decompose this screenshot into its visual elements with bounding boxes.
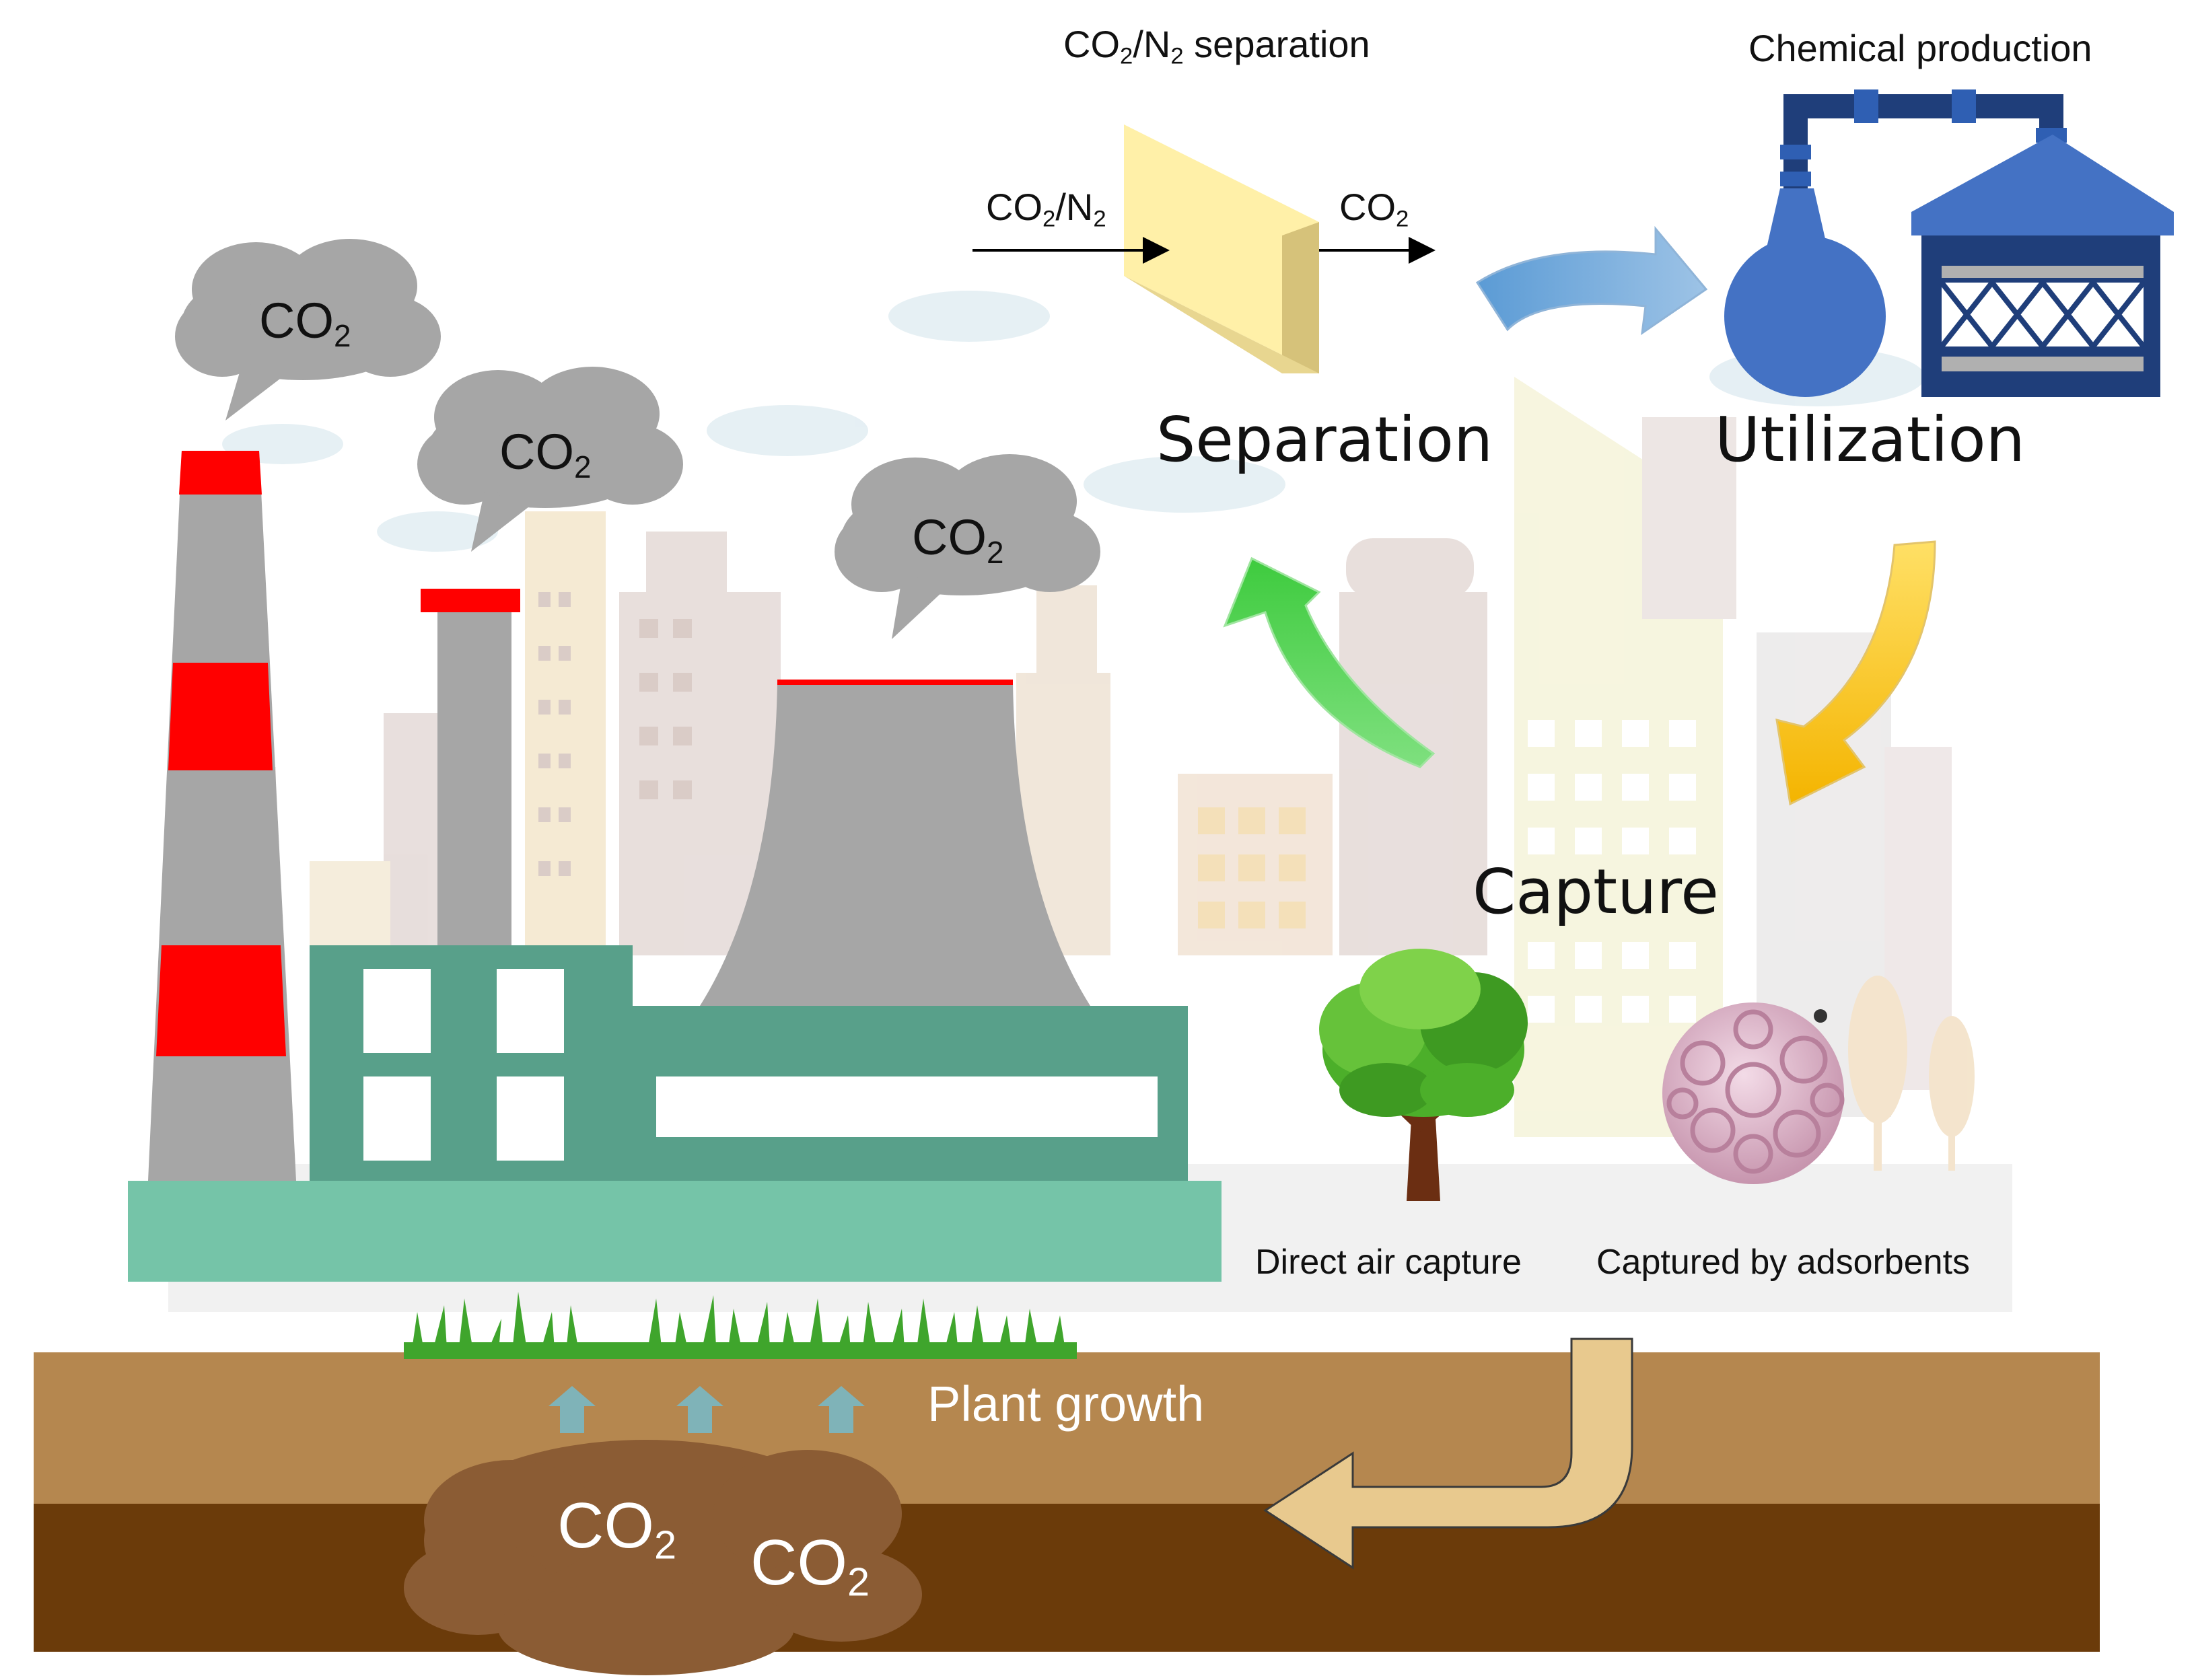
- capture-label: Capture: [1473, 856, 1719, 928]
- adsorbent-sphere-icon: [1662, 1002, 1845, 1184]
- flask-icon: [1724, 89, 2067, 397]
- chemical-production-label: Chemical production: [1748, 27, 2092, 69]
- utilization-to-capture-arrow: [1775, 540, 1936, 806]
- cloud-co2-label-2: CO2: [499, 424, 592, 484]
- underground-co2-label-2: CO2: [750, 1527, 870, 1605]
- capture-to-separation-arrow: [1223, 556, 1436, 768]
- direct-air-capture-label: Direct air capture: [1255, 1243, 1522, 1282]
- cloud-co2-label-3: CO2: [912, 509, 1004, 570]
- chimney-small: [421, 589, 520, 945]
- underground-co2-pocket: [404, 1440, 922, 1675]
- captured-by-adsorbents-label: Captured by adsorbents: [1596, 1243, 1971, 1282]
- chimney-icon: [148, 451, 296, 1181]
- separation-label: Separation: [1156, 404, 1493, 476]
- utilization-label: Utilization: [1715, 404, 2025, 476]
- topsoil-layer: [34, 1352, 2100, 1507]
- plant-growth-label: Plant growth: [927, 1376, 1205, 1432]
- underground-co2-label-1: CO2: [557, 1490, 677, 1568]
- smoke-cloud-2: [417, 367, 683, 552]
- chemical-plant-icon: [1911, 135, 2174, 397]
- factory-icon: [310, 945, 1188, 1181]
- up-arrow-icon: [548, 1386, 865, 1433]
- membrane-icon: [1124, 124, 1319, 373]
- cooling-tower-icon: [700, 680, 1090, 1006]
- return-arrow: [1263, 1338, 1633, 1570]
- tree-icon: [1319, 949, 1528, 1201]
- smoke-cloud-3: [835, 454, 1100, 639]
- outflow-label: CO2: [1339, 186, 1409, 232]
- separation-title: CO2/N2 separation: [1063, 23, 1370, 69]
- separation-to-utilization-arrow: [1475, 225, 1708, 336]
- factory-base: [128, 1181, 1222, 1282]
- cloud-co2-label-1: CO2: [259, 293, 351, 353]
- grass-icon: [404, 1292, 1077, 1359]
- subsoil-layer: [34, 1504, 2100, 1652]
- inflow-label: CO2/N2: [986, 186, 1106, 232]
- smoke-cloud-icon: [175, 239, 441, 421]
